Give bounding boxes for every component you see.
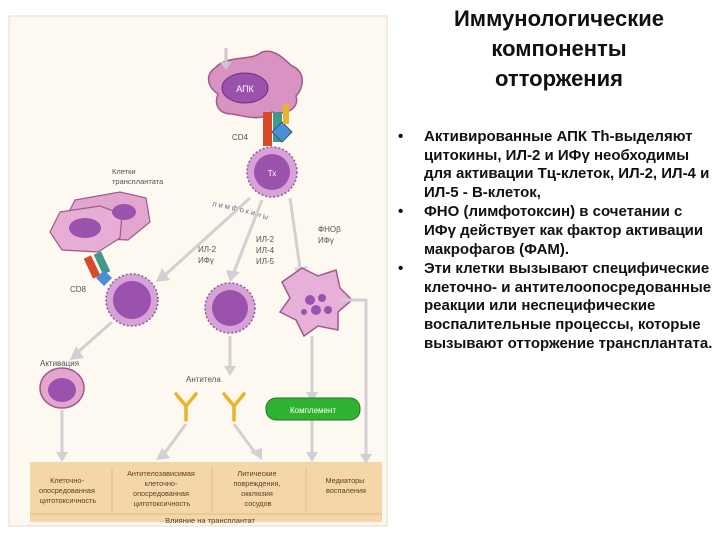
footer-label: Влияние на трансплантат	[165, 516, 255, 525]
tnf-ifn-right: ФНОβ ИФγ	[318, 225, 343, 245]
graft-cells	[49, 191, 151, 253]
title-line-3: отторжения	[495, 66, 623, 91]
title-line-2: компоненты	[491, 36, 627, 61]
bottom-box-3-line-2: окклюзия	[241, 489, 273, 498]
bottom-box-2-line-2: опосредованная	[133, 489, 189, 498]
bottom-box-2-line-1: клеточно-	[145, 479, 178, 488]
bottom-box-2: Антителозависимая клеточно- опосредованн…	[127, 469, 197, 508]
il2-ifn-left-1: ИФγ	[198, 256, 214, 265]
activation-label: Активация	[40, 359, 79, 368]
tc-cell	[105, 273, 159, 327]
rejection-diagram: АПК CD4 Тх Клетки трансплантата CD8	[8, 15, 388, 527]
apc-cell: АПК	[207, 50, 303, 119]
il-center: ИЛ-2 ИЛ-4 ИЛ-5	[256, 235, 276, 266]
bottom-box-1: Клеточно- опосредованная цитотоксичность	[39, 476, 97, 505]
antibody-icons	[174, 392, 246, 422]
complement-box: Комплемент	[265, 397, 361, 421]
th-cell: Тх	[246, 146, 298, 198]
antibodies-label: Антитела	[186, 375, 221, 384]
bullet-item: • Эти клетки вызывают специфические клет…	[396, 260, 718, 353]
activated-cell	[39, 367, 85, 409]
tnf-ifn-right-1: ИФγ	[318, 236, 334, 245]
bottom-box-1-line-0: Клеточно-	[50, 476, 84, 485]
il2-ifn-left-0: ИЛ-2	[198, 245, 217, 254]
bottom-box-2-line-3: цитотоксичность	[134, 499, 191, 508]
flow-arrows	[56, 298, 372, 464]
bullet-item: • ФНО (лимфотоксин) в сочетании с ИФγ де…	[396, 203, 718, 259]
bullet-list: • Активированные АПК Th-выделяют цитокин…	[396, 128, 718, 354]
cd8-label: CD8	[70, 285, 87, 294]
graft-cells-line1: Клетки	[112, 167, 136, 176]
b-cell	[204, 282, 256, 334]
bottom-box-1-line-2: цитотоксичность	[40, 496, 97, 505]
bullet-text: Активированные АПК Th-выделяют цитокины,…	[424, 128, 710, 201]
bullet-icon: •	[398, 203, 404, 221]
bottom-box-3-line-1: повреждения,	[233, 479, 280, 488]
bottom-box-4-line-0: Медиаторы	[326, 476, 365, 485]
cd4-label: CD4	[232, 133, 249, 142]
graft-cells-label: Клетки трансплантата	[112, 167, 164, 186]
il-center-2: ИЛ-5	[256, 257, 275, 266]
il2-ifn-left: ИЛ-2 ИФγ	[198, 245, 218, 265]
complement-label: Комплемент	[290, 406, 336, 415]
il-center-0: ИЛ-2	[256, 235, 275, 244]
bottom-box-2-line-0: Антителозависимая	[127, 469, 195, 478]
bottom-box-4: Медиаторы воспаления	[326, 476, 367, 495]
bullet-text: Эти клетки вызывают специфические клеточ…	[424, 260, 713, 352]
bottom-box-1-line-1: опосредованная	[39, 486, 95, 495]
bottom-box-3: Литические повреждения, окклюзия сосудов	[233, 469, 282, 508]
bottom-panel	[30, 462, 382, 522]
bottom-box-3-line-3: сосудов	[244, 499, 271, 508]
bottom-box-3-line-0: Литические	[237, 469, 276, 478]
bullet-icon: •	[398, 128, 404, 145]
macrophage-cell	[278, 267, 354, 338]
slide-title: Иммунологические компоненты отторжения	[400, 4, 718, 94]
bullet-item: • Активированные АПК Th-выделяют цитокин…	[396, 128, 718, 202]
th-label: Тх	[268, 169, 277, 178]
graft-cells-line2: трансплантата	[112, 177, 164, 186]
tnf-ifn-right-0: ФНОβ	[318, 225, 341, 234]
tcr-mhc-complex	[263, 104, 293, 146]
title-line-1: Иммунологические	[453, 6, 665, 31]
cd8-complex	[83, 251, 112, 286]
bottom-box-4-line-1: воспаления	[326, 486, 366, 495]
il-center-1: ИЛ-4	[256, 246, 275, 255]
apc-label: АПК	[236, 84, 254, 94]
bullet-text: ФНО (лимфотоксин) в сочетании с ИФγ дейс…	[424, 203, 704, 258]
bullet-icon: •	[398, 260, 404, 278]
